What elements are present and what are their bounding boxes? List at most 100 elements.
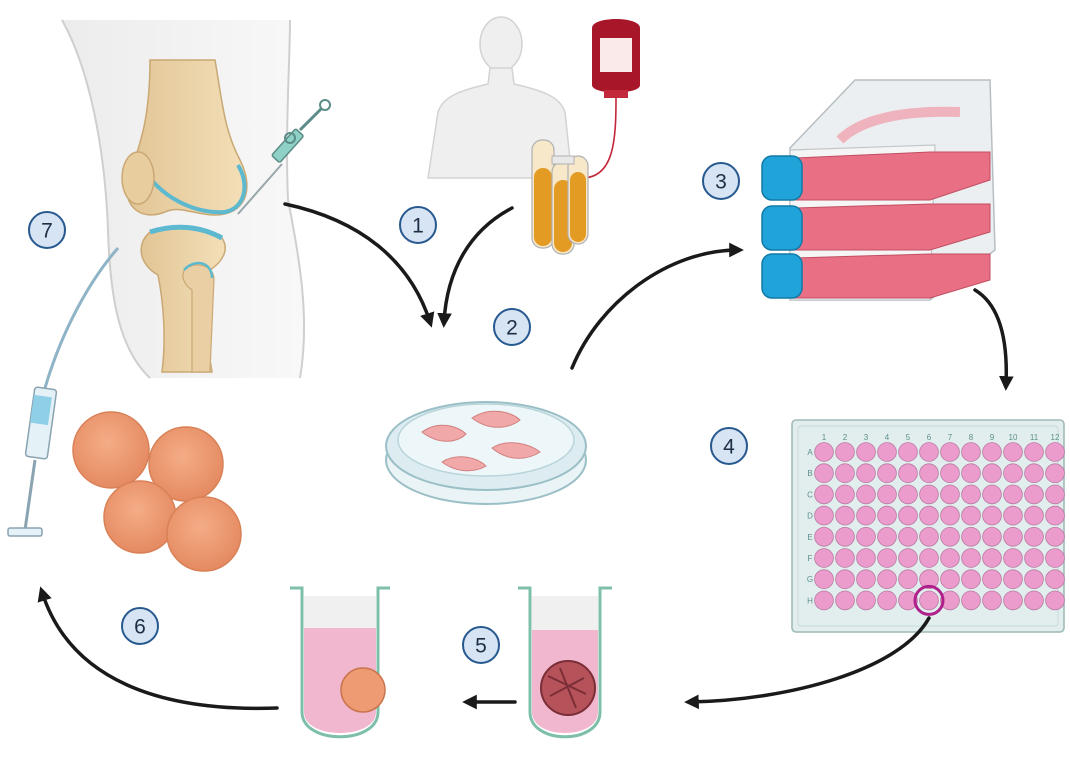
plate-well: [1004, 506, 1023, 525]
plate-well: [962, 506, 981, 525]
plate-well: [1025, 570, 1044, 589]
cell-culture-flask-icon: [762, 80, 995, 300]
step-badge-5: 5: [463, 627, 499, 663]
arrow-dish-to-flask: [572, 250, 738, 368]
step-number-4: 4: [723, 436, 735, 459]
plate-well: [878, 485, 897, 504]
plate-well: [836, 591, 855, 610]
step-number-2: 2: [506, 317, 518, 340]
plate-column-label: 12: [1051, 433, 1060, 442]
knee-joint-icon: [62, 20, 304, 378]
plate-well: [878, 591, 897, 610]
plate-well: [815, 464, 834, 483]
plate-well: [836, 464, 855, 483]
plate-well: [962, 527, 981, 546]
plate-well: [920, 591, 939, 610]
plate-well: [878, 570, 897, 589]
plate-well: [941, 549, 960, 568]
plate-well: [962, 443, 981, 462]
plate-well: [857, 527, 876, 546]
plate-well: [899, 570, 918, 589]
plate-well: [1025, 591, 1044, 610]
plate-well: [878, 527, 897, 546]
plate-well: [899, 485, 918, 504]
plate-well: [815, 527, 834, 546]
plate-well: [920, 527, 939, 546]
arrow-blood-to-dish: [444, 208, 512, 322]
plate-well: [857, 443, 876, 462]
plate-well: [1046, 591, 1065, 610]
blood-tube-icon: [532, 140, 588, 254]
plate-well: [983, 570, 1002, 589]
cartilage-pellet-icon: [73, 412, 241, 571]
plate-well: [1046, 506, 1065, 525]
step-badge-2: 2: [494, 309, 530, 345]
plate-well: [836, 506, 855, 525]
plate-well: [1046, 549, 1065, 568]
step-number-1: 1: [412, 215, 424, 238]
plate-well: [815, 443, 834, 462]
well-plate-icon: 123456789101112 ABCDEFGH: [792, 420, 1064, 632]
plate-row-label: D: [807, 512, 813, 521]
plate-row-label: A: [807, 448, 813, 457]
plate-column-label: 11: [1030, 433, 1039, 442]
plate-well: [878, 506, 897, 525]
plate-column-label: 3: [864, 433, 869, 442]
plate-well: [1025, 527, 1044, 546]
plate-well: [1004, 443, 1023, 462]
plate-well: [983, 464, 1002, 483]
plate-well: [1046, 570, 1065, 589]
plate-well: [815, 549, 834, 568]
plate-well: [920, 443, 939, 462]
plate-well: [815, 570, 834, 589]
injection-syringe-icon: [8, 248, 118, 536]
plate-row-label: G: [807, 575, 813, 584]
plate-well: [836, 443, 855, 462]
plate-well: [878, 549, 897, 568]
plate-well: [1025, 464, 1044, 483]
plate-well: [941, 506, 960, 525]
petri-dish-icon: [386, 402, 586, 504]
plate-well: [815, 485, 834, 504]
plate-well: [899, 549, 918, 568]
plate-row-label: F: [808, 554, 813, 563]
plate-well: [1046, 485, 1065, 504]
plate-well: [878, 443, 897, 462]
culture-tube-icon: [518, 588, 612, 737]
plate-well: [857, 591, 876, 610]
plate-well: [1025, 549, 1044, 568]
plate-well: [983, 506, 1002, 525]
plate-well: [857, 506, 876, 525]
plate-well: [1046, 464, 1065, 483]
plate-well: [857, 485, 876, 504]
plate-well: [836, 527, 855, 546]
plate-well: [878, 464, 897, 483]
arrow-tube-to-pellets: [42, 592, 277, 708]
plate-well: [983, 549, 1002, 568]
plate-column-label: 7: [948, 433, 953, 442]
plate-column-label: 9: [990, 433, 995, 442]
plate-well: [983, 443, 1002, 462]
plate-well: [962, 591, 981, 610]
step-number-7: 7: [41, 220, 53, 243]
plate-well: [1004, 570, 1023, 589]
plate-column-label: 5: [906, 433, 911, 442]
plate-well: [899, 506, 918, 525]
plate-well: [920, 549, 939, 568]
plate-column-label: 2: [843, 433, 848, 442]
plate-well: [836, 570, 855, 589]
step-number-3: 3: [715, 171, 727, 194]
plate-well: [899, 443, 918, 462]
plate-well: [1004, 549, 1023, 568]
plate-well: [857, 464, 876, 483]
plate-well: [962, 485, 981, 504]
plate-well: [920, 506, 939, 525]
plate-well: [920, 485, 939, 504]
plate-well: [899, 464, 918, 483]
plate-well: [857, 549, 876, 568]
plate-well: [920, 464, 939, 483]
step-number-6: 6: [134, 616, 146, 639]
plate-well: [836, 485, 855, 504]
plate-well: [815, 591, 834, 610]
